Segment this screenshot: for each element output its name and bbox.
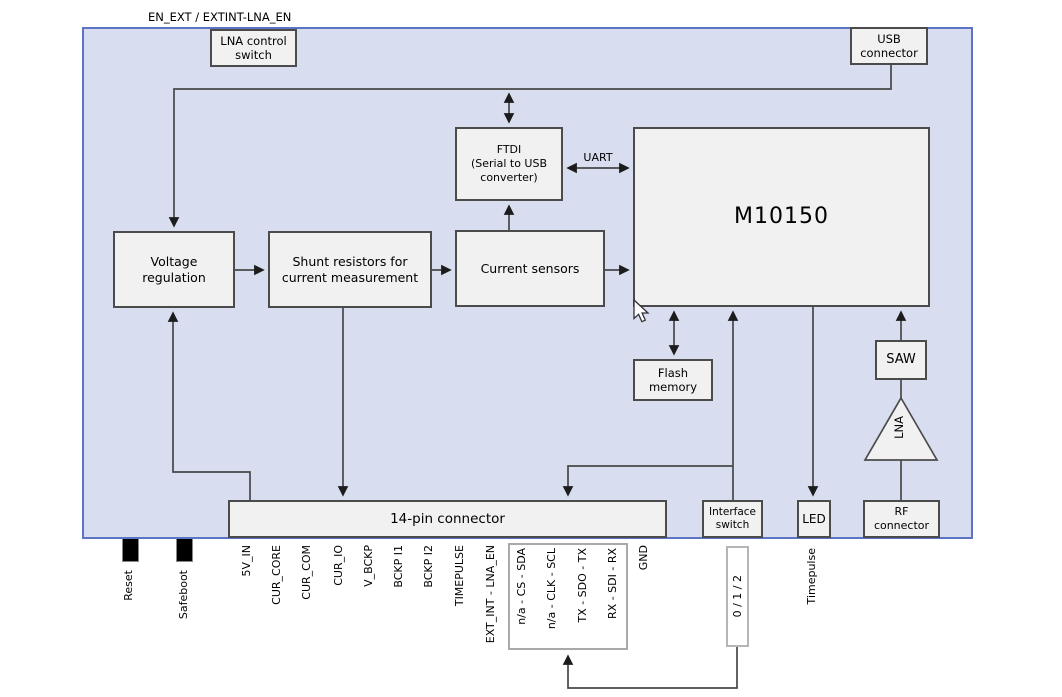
interface-switch-block: Interface switch	[702, 500, 763, 538]
m10150-chip-block: M10150	[633, 127, 930, 307]
pin-label-ext-int-lna-en: EXT_INT - LNA_EN	[484, 545, 497, 644]
pin-label-clk-scl: n/a - CLK - SCL	[545, 548, 558, 630]
pin-label-timepulse-pin: TIMEPULSE	[453, 545, 466, 607]
pin-label-cur-com: CUR_COM	[300, 545, 313, 600]
shunt-resistors-block: Shunt resistors for current measurement	[268, 231, 432, 308]
current-sensors-block: Current sensors	[455, 230, 605, 307]
pin-label-tx-sdo-tx: TX - SDO - TX	[576, 548, 589, 623]
ftdi-block: FTDI (Serial to USB converter)	[455, 127, 563, 201]
pin-label-reset: Reset	[122, 570, 135, 601]
mouse-cursor	[633, 299, 650, 323]
lna-label: LNA	[892, 416, 906, 439]
pin-label-v-bckp: V_BCKP	[362, 545, 375, 587]
uart-bus-label: UART	[583, 151, 613, 164]
saw-filter-block: SAW	[875, 340, 927, 380]
pin-label-bckp-i1: BCKP I1	[392, 545, 405, 588]
interface-selector-label: 0 / 1 / 2	[731, 575, 744, 618]
flash-memory-block: Flash memory	[633, 359, 713, 401]
pin-label-rx-sdi-rx: RX - SDI - RX	[606, 548, 619, 619]
pin-label-5v-in: 5V_IN	[240, 545, 253, 577]
lna-control-switch-block: LNA control switch	[210, 29, 297, 67]
board-signal-label: EN_EXT / EXTINT-LNA_EN	[148, 10, 292, 24]
wire-selector-to-pins	[562, 647, 738, 689]
pin-label-cur-core: CUR_CORE	[270, 545, 283, 605]
usb-connector-block: USB connector	[850, 27, 928, 65]
led-block: LED	[797, 500, 831, 538]
reset-button-tab	[122, 539, 139, 562]
pin-label-safeboot: Safeboot	[177, 570, 190, 620]
pin-label-cs-sda: n/a - CS - SDA	[515, 548, 528, 625]
pin-label-bckp-i2: BCKP I2	[422, 545, 435, 588]
pin-label-gnd: GND	[637, 545, 650, 571]
voltage-regulation-block: Voltage regulation	[113, 231, 235, 308]
interface-selector-box: 0 / 1 / 2	[726, 546, 749, 647]
timepulse-output-label: Timepulse	[805, 548, 818, 605]
rf-connector-block: RF connector	[863, 500, 940, 538]
safeboot-button-tab	[176, 539, 193, 562]
pin-label-cur-io: CUR_IO	[332, 545, 345, 586]
fourteen-pin-connector-block: 14-pin connector	[228, 500, 667, 538]
